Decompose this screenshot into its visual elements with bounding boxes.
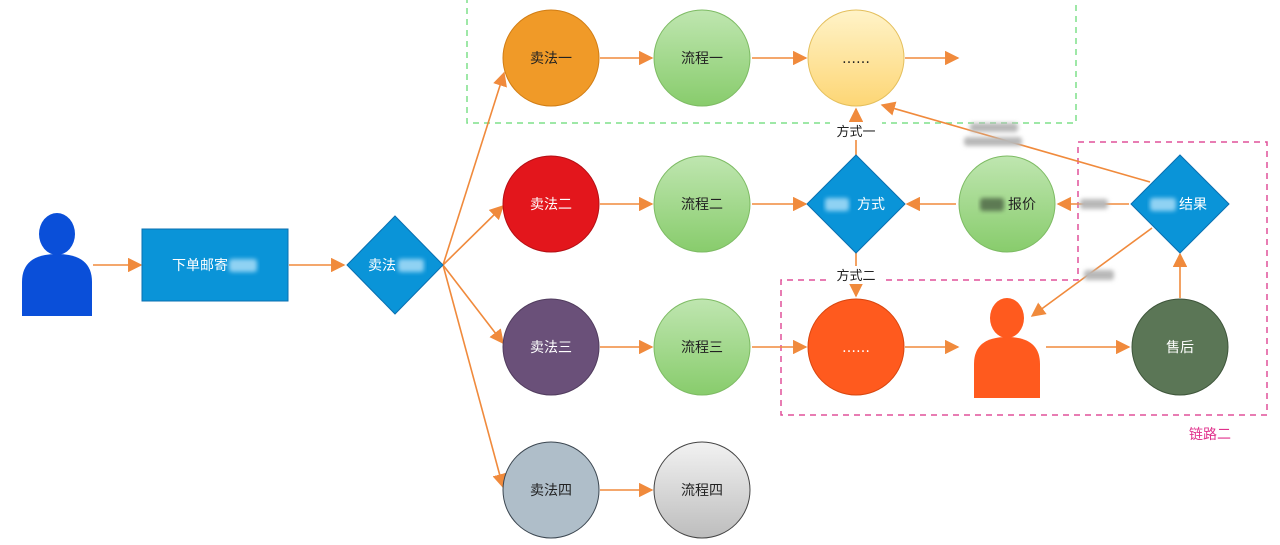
edge-label-way2: 方式二	[836, 268, 875, 284]
process-4-node	[653, 441, 751, 539]
method-3-node	[502, 298, 600, 396]
method-1-node	[502, 9, 600, 107]
result-decision-label: 结果	[1179, 197, 1207, 213]
method-3-label: 卖法三	[530, 340, 572, 356]
process-2-node	[653, 155, 751, 253]
process-1-label: 流程一	[681, 51, 723, 67]
process-1-node	[653, 9, 751, 107]
group-chain-dashed	[780, 141, 1268, 416]
ellipsis-mid-node	[807, 298, 905, 396]
method-4-label: 卖法四	[530, 483, 572, 499]
edge-label-way1: 方式一	[836, 124, 875, 140]
process-3-label: 流程三	[681, 340, 723, 356]
method-1-label: 卖法一	[530, 51, 572, 67]
process-4-label: 流程四	[681, 483, 723, 499]
way-decision-label: 方式	[857, 197, 885, 213]
blurred-edge-notes	[964, 123, 1114, 280]
sell-method-decision	[346, 215, 444, 315]
method-2-node	[502, 155, 600, 253]
ellipsis-mid-label: ……	[842, 340, 870, 356]
blurred-text	[229, 259, 257, 272]
quote-node	[958, 155, 1056, 253]
edge-label-bg	[830, 122, 882, 140]
person-icon	[974, 298, 1040, 398]
way-decision	[806, 154, 906, 254]
ellipsis-top-label: ……	[842, 51, 870, 67]
quote-node-label: 报价	[1008, 197, 1036, 213]
after-sales-label: 售后	[1166, 340, 1194, 356]
method-2-label: 卖法二	[530, 197, 572, 213]
person-icon	[22, 213, 92, 316]
blurred-text	[825, 198, 849, 211]
order-box	[141, 228, 289, 302]
blurred-text	[1150, 198, 1176, 211]
after-sales-node	[1131, 298, 1229, 396]
edge-label-bg	[830, 266, 882, 284]
sell-method-decision-label: 卖法	[368, 258, 396, 274]
chain-2-label: 链路二	[1189, 427, 1231, 443]
ellipsis-top-node	[807, 9, 905, 107]
process-2-label: 流程二	[681, 197, 723, 213]
order-box-label: 下单邮寄	[172, 257, 228, 274]
method-4-node	[502, 441, 600, 539]
blurred-text	[980, 198, 1004, 211]
result-decision	[1130, 154, 1230, 254]
group-top-dashed	[466, 0, 1077, 124]
process-3-node	[653, 298, 751, 396]
blurred-text	[398, 259, 424, 272]
